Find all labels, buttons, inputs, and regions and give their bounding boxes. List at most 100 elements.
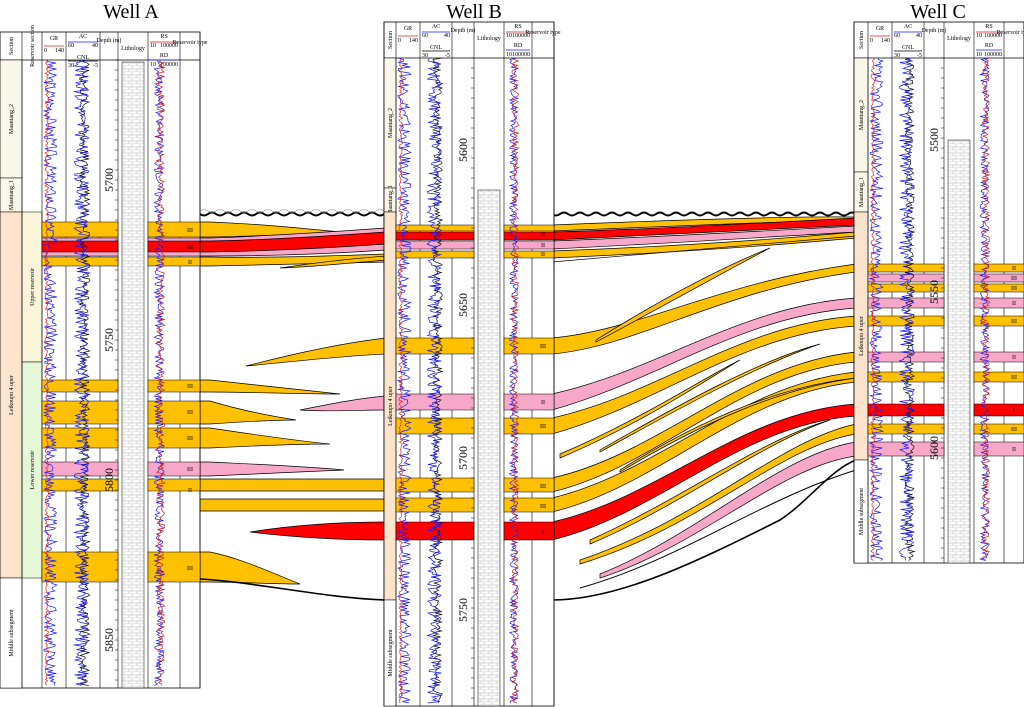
- reservoir-band: [973, 351, 1024, 363]
- rs-header: RS: [514, 24, 521, 30]
- cnl-curve: [903, 57, 916, 561]
- cnl-max: -5: [445, 53, 450, 59]
- reservoir-band: [395, 337, 475, 355]
- reservoir-type-label: III: [187, 245, 193, 251]
- rd-curve: [155, 59, 166, 686]
- rs-curve: [153, 59, 166, 686]
- depth-label: 5600: [456, 138, 470, 162]
- reservoir-band: [973, 441, 1024, 457]
- reservoir-band: [147, 256, 201, 267]
- gr-header: GR: [50, 36, 58, 42]
- reservoir-band: [147, 240, 201, 253]
- reservoir-type-label: III: [540, 484, 546, 490]
- layer-bc-13: [579, 423, 857, 565]
- reservoir-type-label: II: [188, 260, 192, 266]
- reservoir-type-label: II: [1012, 447, 1016, 453]
- reservoir-type-label: III: [540, 344, 546, 350]
- section-label: Maantang_2: [859, 100, 865, 130]
- reservoir-band: [41, 461, 119, 477]
- reservoir-type-label: III: [187, 467, 193, 473]
- depth-label: 5600: [927, 436, 941, 460]
- reservoir-band: [503, 224, 555, 232]
- rs-min: 10: [150, 43, 156, 49]
- reservoir-type-label: II: [541, 232, 545, 238]
- ac-curve: [426, 57, 443, 704]
- reservoir-type-header: Reservoir type: [172, 40, 207, 46]
- reservoir-band: [973, 273, 1024, 283]
- gr-header: GR: [876, 26, 884, 32]
- reservoir-band: [503, 240, 555, 250]
- reservoir-section-label: Lower reservoir: [30, 451, 36, 489]
- layer-bc-12: [599, 343, 821, 453]
- reservoir-band: [147, 551, 201, 583]
- lithology-column: [947, 139, 971, 564]
- rd-curve: [510, 57, 520, 704]
- layer-ab-mid-wedge: [245, 337, 387, 367]
- depth-header: Depth (m): [97, 37, 122, 44]
- reservoir-type-header: Reservoir type: [996, 30, 1024, 36]
- reservoir-type-label: III: [1011, 427, 1017, 433]
- rs-max: 100000: [512, 33, 530, 39]
- gr-min: 0: [398, 38, 401, 44]
- layer-bc-mid-thin: [595, 247, 771, 343]
- layer-bc-5: [551, 235, 857, 263]
- ac-header: AC: [432, 24, 440, 30]
- reservoir-type-label: III: [1011, 319, 1017, 325]
- reservoir-type-label: II: [188, 488, 192, 494]
- reservoir-type-label: II: [1012, 301, 1016, 307]
- depth-header: Depth (m): [451, 27, 476, 34]
- gr-blue-curve: [868, 57, 885, 561]
- layer-ab-8: [249, 521, 387, 541]
- reservoir-band: [973, 371, 1024, 383]
- rs-header: RS: [985, 24, 992, 30]
- depth-label: 5700: [456, 446, 470, 470]
- rs-min: 10: [976, 33, 982, 39]
- base-line-bc: [551, 459, 857, 601]
- ac-max: 40: [92, 43, 98, 49]
- ac-max: 40: [916, 33, 922, 39]
- rd-min: 10: [150, 62, 156, 68]
- section-header: Section: [388, 31, 394, 49]
- reservoir-band: [973, 263, 1024, 273]
- reservoir-type-label: III: [187, 566, 193, 572]
- rd-header: RD: [985, 43, 994, 49]
- cnl-min: 30: [894, 53, 900, 59]
- reservoir-band: [503, 250, 555, 259]
- reservoir-type-label: II: [541, 400, 545, 406]
- layer-ab-5: [299, 395, 387, 412]
- section-label: Middle subsegment: [859, 488, 865, 535]
- section-label: Maantang_1: [9, 180, 15, 210]
- gr-max: 140: [409, 38, 418, 44]
- reservoir-band: [41, 427, 119, 449]
- cnl-header: CNL: [430, 45, 442, 51]
- layer-a-lower-4: [181, 461, 345, 477]
- cnl-curve: [78, 59, 91, 686]
- reservoir-type-label: II: [541, 252, 545, 258]
- reservoir-type-label: III: [187, 228, 193, 234]
- rs-max: 100000: [984, 33, 1002, 39]
- reservoir-band: [41, 478, 119, 492]
- reservoir-band: [503, 521, 555, 541]
- layer-bc-14: [599, 441, 857, 579]
- reservoir-band: [41, 221, 119, 238]
- reservoir-type-label: III: [540, 424, 546, 430]
- rd-min: 10: [976, 52, 982, 58]
- reservoir-band: [503, 497, 555, 513]
- reservoir-type-label: III: [187, 384, 193, 390]
- rs-max: 100000: [160, 43, 178, 49]
- unconformity-line-thin: [199, 209, 385, 213]
- rd-header: RD: [514, 43, 523, 49]
- reservoir-band: [973, 283, 1024, 293]
- gr-blue-curve: [396, 57, 413, 704]
- reservoir-band: [395, 231, 475, 241]
- lithology-header: Lithology: [477, 36, 501, 42]
- rd-max: 100000: [512, 52, 530, 58]
- rd-header: RD: [160, 53, 169, 59]
- section-label: Middle subsegment: [388, 629, 394, 676]
- layer-ab-6: [181, 478, 387, 492]
- well-frame: [383, 21, 555, 707]
- ac-min: 60: [894, 33, 900, 39]
- cnl-min: 30: [422, 53, 428, 59]
